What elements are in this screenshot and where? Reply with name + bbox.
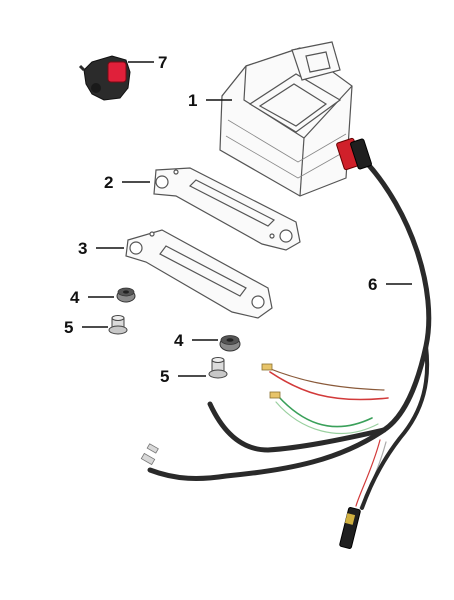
callout-1: 1 [188, 91, 197, 110]
spacer-sleeve-right [208, 357, 228, 379]
spacer-sleeve-left [108, 315, 128, 335]
upper-mounting-bracket [153, 167, 301, 251]
callout-2: 2 [104, 173, 113, 192]
rubber-grommet-right [219, 335, 241, 352]
callout-5b: 5 [160, 367, 169, 386]
callout-4a: 4 [70, 288, 80, 307]
harness-connector-bottom [339, 507, 361, 549]
lower-mounting-bracket [125, 229, 273, 319]
callout-6: 6 [368, 275, 377, 294]
callout-3: 3 [78, 239, 87, 258]
harness-connector-top [336, 137, 372, 171]
handlebar-switch [78, 55, 131, 101]
control-unit-box [219, 41, 353, 197]
wiring-harness [140, 159, 432, 510]
callout-4b: 4 [174, 331, 184, 350]
callout-5a: 5 [64, 318, 73, 337]
rubber-grommet-left [116, 287, 136, 303]
callout-7: 7 [158, 53, 167, 72]
